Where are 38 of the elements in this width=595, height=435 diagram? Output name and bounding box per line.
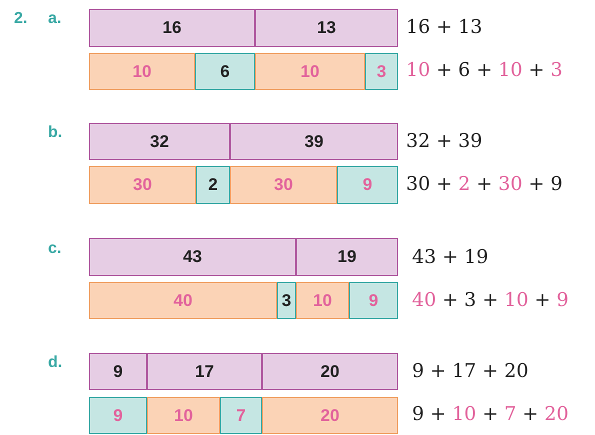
addition-expression: 40 + 3 + 10 + 9 [412, 289, 569, 311]
addition-expression: 9 + 17 + 20 [412, 360, 528, 382]
question-label: b. [48, 124, 62, 142]
bar-segment: 10 [147, 397, 220, 434]
bar-segment: 20 [262, 353, 398, 390]
bar-segment: 9 [349, 282, 398, 319]
question-label: a. [48, 10, 62, 28]
bar-segment: 30 [89, 166, 196, 204]
bar-segment: 10 [89, 53, 195, 90]
bar-segment: 43 [89, 238, 296, 276]
bar-segment: 7 [220, 397, 262, 434]
question-label: d. [48, 354, 62, 372]
bar-segment: 17 [147, 353, 262, 390]
bar-segment: 30 [230, 166, 337, 204]
addition-expression: 16 + 13 [406, 16, 482, 38]
bar-segment: 16 [89, 9, 255, 47]
bar-segment: 10 [255, 53, 365, 90]
bar-segment: 9 [337, 166, 398, 204]
addition-expression: 10 + 6 + 10 + 3 [406, 59, 563, 81]
bar-segment: 9 [89, 353, 147, 390]
bar-segment: 40 [89, 282, 277, 319]
question-label: c. [48, 240, 62, 258]
addition-expression: 43 + 19 [412, 246, 488, 268]
bar-segment: 3 [365, 53, 398, 90]
addition-expression: 9 + 10 + 7 + 20 [412, 403, 569, 425]
bar-segment: 9 [89, 397, 147, 434]
bar-segment: 19 [296, 238, 398, 276]
bar-segment: 10 [296, 282, 349, 319]
addition-expression: 30 + 2 + 30 + 9 [406, 173, 563, 195]
bar-segment: 13 [255, 9, 398, 47]
addition-expression: 32 + 39 [406, 130, 482, 152]
bar-segment: 3 [277, 282, 296, 319]
bar-segment: 32 [89, 123, 230, 160]
bar-segment: 39 [230, 123, 398, 160]
question-label: 2. [14, 10, 28, 28]
bar-segment: 2 [196, 166, 230, 204]
bar-segment: 20 [262, 397, 398, 434]
bar-segment: 6 [195, 53, 255, 90]
